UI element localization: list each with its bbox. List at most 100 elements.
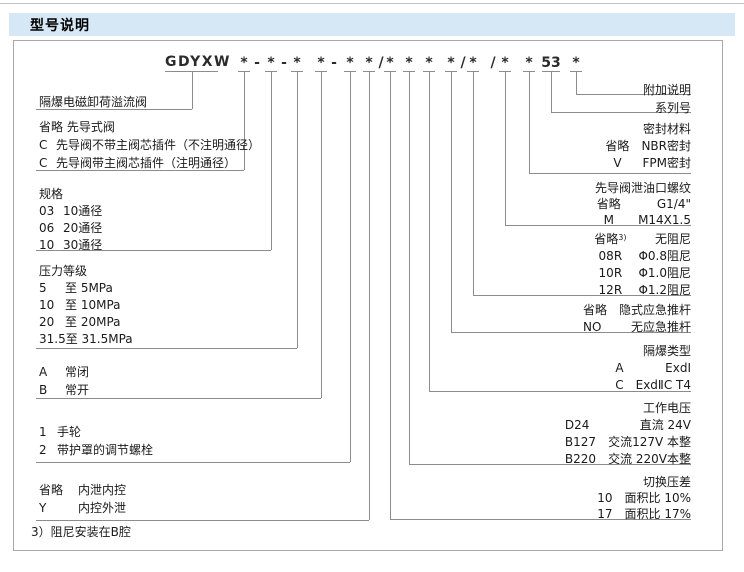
model-code-symbol: * [317,55,325,71]
connector-line [576,71,577,94]
spec-code: 省略 [39,483,64,497]
spec-code: 12R [598,283,623,297]
model-code-symbol: * [425,55,433,71]
connector-line [36,250,271,251]
model-code-symbol: * [240,55,248,71]
spec-code: 06 [39,221,55,235]
spec-desc: Φ1.2阻尼 [638,283,691,297]
model-code-symbol: * [267,55,275,71]
spec-row: 压力等级 [39,263,133,280]
model-code-symbol: - [281,55,287,71]
connector-line [297,71,298,348]
connector-line [505,225,691,226]
code-underline-tick [165,71,218,72]
group-size: 规格 03 10通径 06 20通径 10 30通径 [39,186,102,254]
spec-desc: 附加说明 [642,83,691,97]
spec-desc: 30通径 [63,238,103,252]
footnote: 3）阻尼安装在B腔 [31,525,131,539]
spec-code: V [613,156,622,170]
spec-desc: 10通径 [63,204,103,218]
spec-code: Y [39,501,47,515]
group-additional-note: 附加说明 [643,82,691,99]
spec-code: C [39,138,48,152]
connector-line [369,71,370,520]
connector-line [409,71,410,464]
connector-line [429,71,430,391]
spec-code: A [39,365,48,379]
spec-code: 08R [598,249,623,263]
spec-code: 10R [598,266,623,280]
spec-code: 10 [597,491,613,505]
spec-desc: 交流 220V本整 [608,452,691,466]
spec-row: 31.5至 31.5MPa [39,331,133,348]
spec-desc: 无应急推杆 [630,320,691,334]
spec-code: B220 [564,452,597,466]
model-code-symbol: * [386,55,394,71]
spec-desc: 20通径 [63,221,103,235]
spec-code: 10 [39,238,55,252]
spec-code: 10 [39,298,55,312]
spec-row: 1 手轮 [39,423,153,441]
spec-code: M [603,213,614,227]
connector-line [271,71,272,250]
spec-desc: G1/4" [656,197,691,211]
connector-line [36,109,192,110]
spec-row: 隔爆电磁卸荷溢流阀 [39,95,147,109]
connector-line [409,464,691,465]
model-code-symbol: * [447,55,455,71]
spec-code: B [39,383,48,397]
spec-code: D24 [564,418,590,432]
diagram-panel: GDYXW * - * - * * - * * / * * * * / * / … [13,40,723,551]
spec-row: 5 至 5MPa [39,280,133,297]
spec-code: 31.5 [39,332,66,346]
connector-line [192,71,193,109]
spec-desc: ExdⅡC T4 [635,378,691,392]
connector-line [551,71,552,112]
spec-row: 10 30通径 [39,237,102,254]
spec-desc: Φ0.8阻尼 [638,249,691,263]
connector-line [36,398,321,399]
spec-row: 规格 [39,186,102,203]
spec-desc: 先导阀带主阀芯插件（注明通径） [56,156,237,170]
section-header: 型号说明 [9,13,735,36]
model-code-symbol: 53 [541,55,561,71]
spec-code: 17 [597,507,613,521]
connector-line [36,462,350,463]
model-code-symbol: * [293,55,301,71]
spec-desc: 常闭 [65,365,90,379]
group-product-name: 隔爆电磁卸荷溢流阀 [39,95,147,109]
spec-code: 5 [39,281,47,295]
spec-desc: 至 5MPa [65,281,113,295]
spec-code: 03 [39,204,55,218]
top-divider [0,3,744,4]
spec-desc: NBR密封 [641,139,691,153]
connector-line [321,71,322,398]
spec-code: 省略 [596,197,621,211]
spec-row: C 先导阀带主阀芯插件（注明通径） [39,154,260,172]
spec-code: 省略 [582,303,607,317]
connector-line [350,71,351,462]
spec-code: C [39,156,48,170]
connector-line [473,71,474,295]
connector-line [36,520,369,521]
model-code-symbol: * [572,55,580,71]
spec-desc: 手轮 [57,425,82,439]
spec-desc: 至 31.5MPa [65,332,133,346]
spec-desc: 直流 24V [639,418,691,432]
connector-line [576,94,691,95]
model-code-symbol: * [365,55,373,71]
spec-row: A 常闭 [39,363,89,381]
spec-desc: Φ1.0阻尼 [638,266,691,280]
spec-code: 1 [39,425,47,439]
connector-line [551,112,691,113]
connector-line [529,173,691,174]
